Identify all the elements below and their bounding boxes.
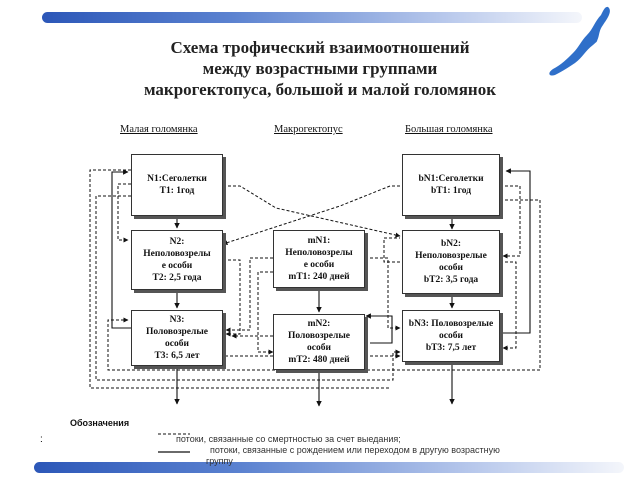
dash-mn1-to-mn2: [257, 271, 274, 355]
dash-mn1-to-n3: [225, 257, 273, 333]
dash-bn2-to-bn3: [500, 261, 517, 351]
legend-birth-text: потоки, связанные с рождением или перехо…: [210, 445, 500, 455]
dash-n2-to-n3: [223, 259, 241, 337]
dash-bn1-to-n3: [107, 199, 541, 371]
legend-birth-text-continued: группу: [206, 456, 233, 466]
diagram-title-line3: макрогектопуса, большой и малой голомяно…: [143, 80, 497, 99]
legend-heading: Обозначения: [70, 418, 130, 428]
diagram-title-line1: Схема трофический взаимоотношений: [170, 38, 470, 57]
arrow-n3-birth-loop: [111, 169, 131, 329]
dash-n1-to-n2: [117, 183, 131, 243]
bottom-decorative-bar: [34, 462, 624, 473]
column-heading-macrohectopus: Макрогектопус: [274, 124, 343, 135]
column-heading-small-golomyanka: Малая голомянка: [120, 124, 198, 135]
dash-bn1-to-bn2: [500, 185, 521, 259]
dash-mn1-to-bn3: [365, 257, 401, 331]
column-heading-big-golomyanka: Большая голомянка: [405, 124, 493, 135]
dash-bn1-to-n2: [222, 185, 400, 245]
legend-predation-text: потоки, связанные со смертностью за счет…: [176, 434, 401, 444]
diagram-title-line2: между возрастными группами: [202, 59, 438, 78]
baikal-lake-logo: [549, 6, 610, 76]
dash-n1-to-bn3: [95, 195, 401, 381]
legend-colon: :: [40, 434, 43, 445]
arrow-mn2-birth-loop: [365, 313, 393, 344]
dash-bn2-self: [383, 237, 400, 263]
dash-n1-to-bn2: [223, 185, 401, 238]
top-decorative-bar: [42, 12, 582, 23]
dash-n1-outer: [89, 169, 390, 389]
